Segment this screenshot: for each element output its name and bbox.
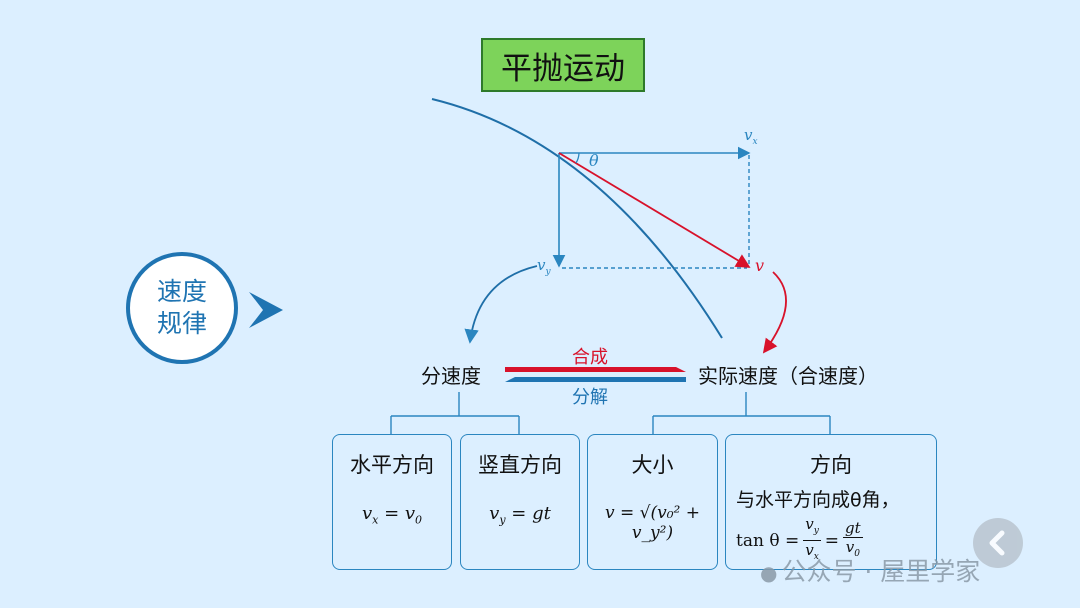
section-line1: 速度 bbox=[156, 277, 207, 306]
component-velocity-label: 分速度 bbox=[421, 364, 481, 388]
magnitude-box: 大小 v = √(v₀² + v_y²) bbox=[587, 434, 718, 570]
back-button[interactable] bbox=[973, 518, 1023, 568]
vy-label: vy bbox=[537, 256, 551, 277]
direction-text: 与水平方向成θ角， bbox=[736, 489, 900, 511]
decompose-arrow bbox=[505, 377, 686, 382]
chevron-left-icon bbox=[989, 530, 1005, 556]
tree-lines bbox=[390, 392, 831, 434]
horizontal-formula: vx = v0 bbox=[361, 503, 423, 527]
page-title: 平抛运动 bbox=[481, 38, 645, 92]
decompose-label: 分解 bbox=[572, 387, 608, 408]
actual-velocity-label: 实际速度（合速度） bbox=[698, 364, 878, 388]
vx-label: vx bbox=[744, 126, 758, 147]
horizontal-title: 水平方向 bbox=[350, 453, 434, 477]
compose-arrow bbox=[505, 367, 686, 372]
magnitude-title: 大小 bbox=[631, 453, 674, 477]
v-arrow bbox=[558, 152, 751, 268]
section-circle: 速度 规律 bbox=[126, 252, 238, 364]
wechat-icon: ● bbox=[760, 561, 778, 585]
direction-formula: tan θ = vy vx = gt v0 bbox=[736, 515, 863, 562]
watermark: ●公众号 · 屋里学家 bbox=[760, 557, 981, 586]
vertical-formula: vy = gt bbox=[489, 503, 551, 527]
vertical-title: 竖直方向 bbox=[478, 453, 562, 477]
magnitude-formula: v = √(v₀² + v_y²) bbox=[604, 503, 700, 543]
direction-title: 方向 bbox=[810, 453, 852, 477]
theta-label: θ bbox=[589, 151, 599, 170]
v-label: v bbox=[755, 256, 765, 275]
section-line2: 规律 bbox=[156, 309, 207, 338]
vertical-box: 竖直方向 vy = gt bbox=[460, 434, 580, 570]
chevron-right-icon bbox=[249, 292, 283, 328]
compose-label: 合成 bbox=[572, 347, 608, 368]
trajectory-curve bbox=[431, 98, 723, 339]
vy-to-component-arrow bbox=[464, 265, 538, 344]
v-to-actual-arrow bbox=[762, 271, 787, 354]
direction-box: 方向 与水平方向成θ角， tan θ = vy vx = gt v0 bbox=[725, 434, 937, 570]
theta-arc bbox=[575, 152, 580, 164]
horizontal-box: 水平方向 vx = v0 bbox=[332, 434, 452, 570]
